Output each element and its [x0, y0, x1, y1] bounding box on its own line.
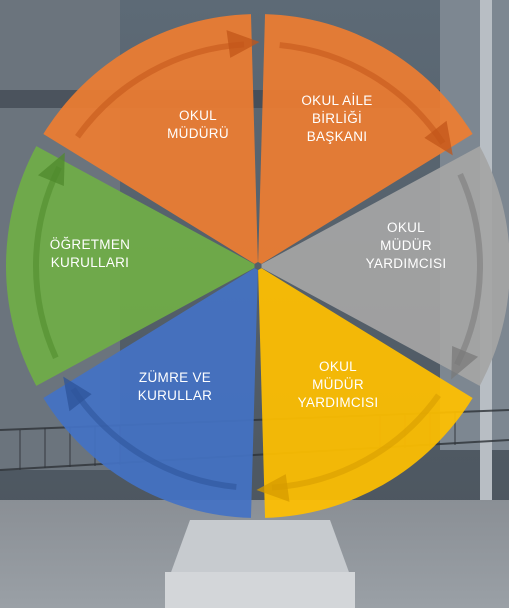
segment-label-okul-mudur-yardimcisi-1: OKUL MÜDÜR YARDIMCISI — [366, 220, 447, 271]
segment-label-line: BİRLİĞİ — [312, 111, 362, 126]
segment-arrow-head-zumre-ve-kurullar — [63, 376, 92, 412]
segment-arrow-track-zumre-ve-kurullar — [70, 387, 237, 490]
segment-label-line: OKUL AİLE — [301, 93, 372, 108]
segment-arrow-track-okul-muduru — [75, 41, 245, 139]
segment-label-okul-muduru: OKUL MÜDÜRÜ — [167, 108, 229, 141]
segment-label-line: OKUL — [319, 359, 357, 374]
segment-arrow-track-okul-mudur-yardimcisi-1 — [454, 173, 483, 367]
segment-okul-mudur-yardimcisi-1 — [261, 146, 509, 386]
segment-label-line: MÜDÜR — [380, 238, 432, 253]
segment-label-line: OKUL — [387, 220, 425, 235]
segment-arrow-head-okul-mudur-yardimcisi-2 — [256, 474, 290, 502]
segment-label-line: BAŞKANI — [307, 129, 368, 144]
segment-label-okul-mudur-yardimcisi-2: OKUL MÜDÜR YARDIMCISI — [298, 359, 379, 410]
segment-label-line: MÜDÜR — [312, 377, 364, 392]
segment-okul-mudur-yardimcisi-2 — [258, 268, 473, 518]
segment-label-line: MÜDÜRÜ — [167, 126, 229, 141]
segment-label-line: OKUL — [179, 108, 217, 123]
segment-arrow-track-okul-mudur-yardimcisi-2 — [271, 393, 441, 491]
segment-label-line: YARDIMCISI — [366, 256, 447, 271]
segment-okul-aile-birligi-baskani — [258, 14, 473, 264]
segment-arrow-head-okul-aile-birligi-baskani — [424, 120, 453, 156]
segment-ogretmen-kurullari — [5, 146, 255, 386]
segment-label-ogretmen-kurullari: ÖĞRETMEN KURULLARI — [50, 237, 130, 270]
segment-arrow-head-ogretmen-kurullari — [37, 152, 65, 186]
segment-label-line: KURULLAR — [138, 388, 212, 403]
segment-label-line: YARDIMCISI — [298, 395, 379, 410]
segment-arrow-head-okul-muduru — [226, 30, 260, 58]
segment-label-line: ZÜMRE VE — [139, 370, 211, 385]
segment-arrow-track-ogretmen-kurullari — [33, 165, 62, 359]
segment-okul-muduru — [43, 14, 258, 264]
segment-label-line: ÖĞRETMEN — [50, 237, 130, 252]
segment-zumre-ve-kurullar — [43, 268, 258, 518]
segment-label-okul-aile-birligi-baskani: OKUL AİLE BİRLİĞİ BAŞKANI — [301, 93, 372, 144]
segment-label-line: KURULLARI — [51, 255, 129, 270]
segment-label-zumre-ve-kurullar: ZÜMRE VE KURULLAR — [138, 370, 212, 403]
segment-arrow-track-okul-aile-birligi-baskani — [279, 42, 446, 145]
segment-arrow-head-okul-mudur-yardimcisi-1 — [451, 346, 479, 380]
